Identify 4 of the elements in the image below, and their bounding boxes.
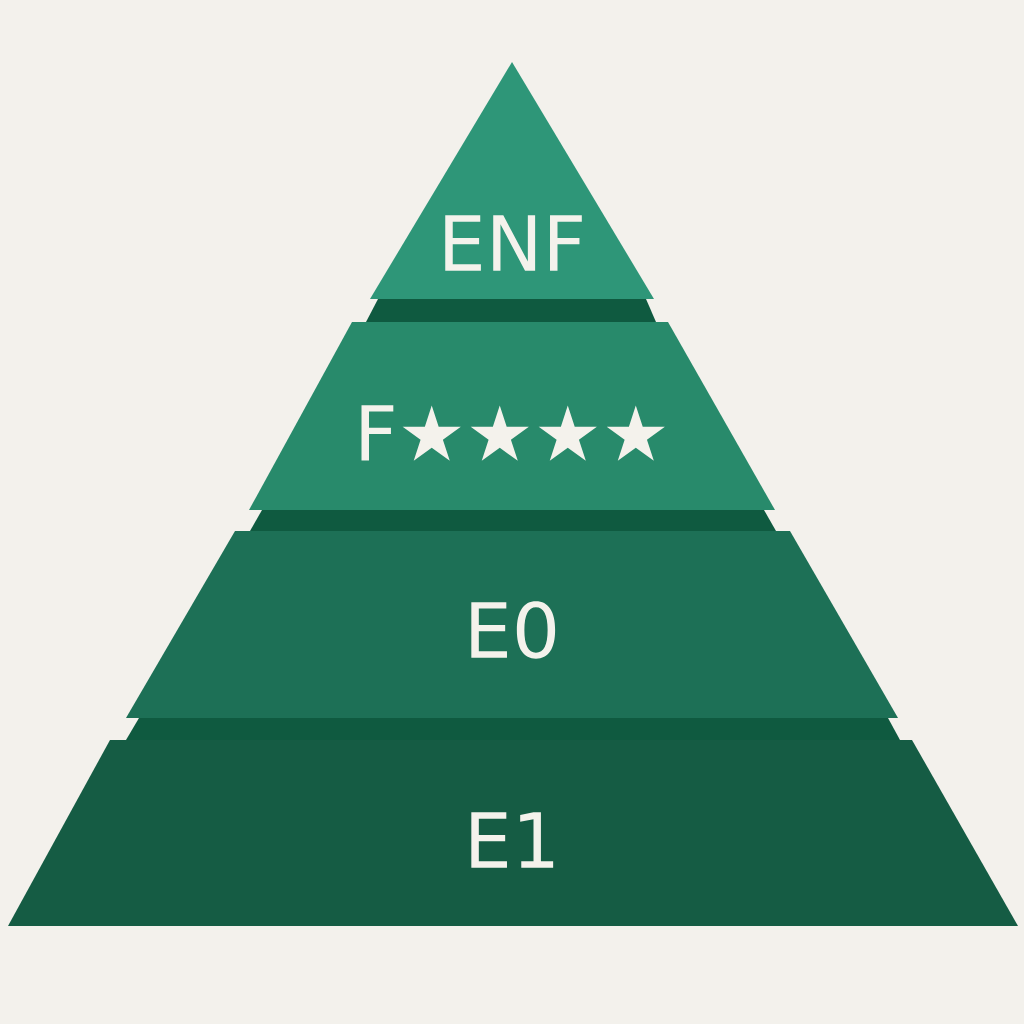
pyramid-layer: F★★★★: [249, 322, 775, 510]
pyramid-layer: E1: [8, 740, 1018, 926]
pyramid-layer: E0: [126, 531, 898, 718]
pyramid-layer: ENF: [370, 62, 654, 299]
